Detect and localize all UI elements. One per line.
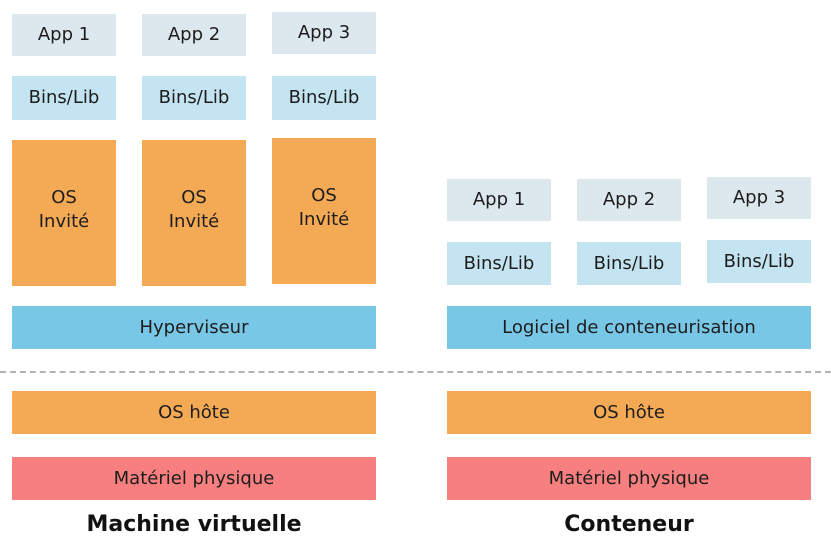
dashed-divider <box>0 371 831 373</box>
container-app-2: App 2 <box>577 179 681 221</box>
guest-os-line1: OS <box>181 187 207 208</box>
container-caption: Conteneur <box>564 512 694 537</box>
vm-physical-hardware: Matériel physique <box>12 457 376 500</box>
vm-caption: Machine virtuelle <box>86 512 302 537</box>
container-bins-lib-3: Bins/Lib <box>707 240 811 283</box>
vm-app-1: App 1 <box>12 14 116 56</box>
container-engine: Logiciel de conteneurisation <box>447 306 811 349</box>
container-app-3: App 3 <box>707 177 811 219</box>
container-bins-lib-1: Bins/Lib <box>447 242 551 285</box>
guest-os-line2: Invité <box>298 209 350 230</box>
container-bins-lib-2: Bins/Lib <box>577 242 681 285</box>
vm-app-2: App 2 <box>142 14 246 56</box>
guest-os-line1: OS <box>311 185 337 206</box>
vm-hypervisor: Hyperviseur <box>12 306 376 349</box>
vm-guest-os-2: OS Invité <box>142 140 246 286</box>
container-physical-hardware: Matériel physique <box>447 457 811 500</box>
guest-os-line2: Invité <box>168 211 220 232</box>
container-host-os: OS hôte <box>447 391 811 434</box>
vm-bins-lib-2: Bins/Lib <box>142 76 246 120</box>
vm-bins-lib-1: Bins/Lib <box>12 76 116 120</box>
vm-app-3: App 3 <box>272 12 376 54</box>
guest-os-line1: OS <box>51 187 77 208</box>
guest-os-line2: Invité <box>38 211 90 232</box>
vm-bins-lib-3: Bins/Lib <box>272 76 376 120</box>
vm-guest-os-1: OS Invité <box>12 140 116 286</box>
vm-host-os: OS hôte <box>12 391 376 434</box>
vm-guest-os-3: OS Invité <box>272 138 376 284</box>
container-app-1: App 1 <box>447 179 551 221</box>
